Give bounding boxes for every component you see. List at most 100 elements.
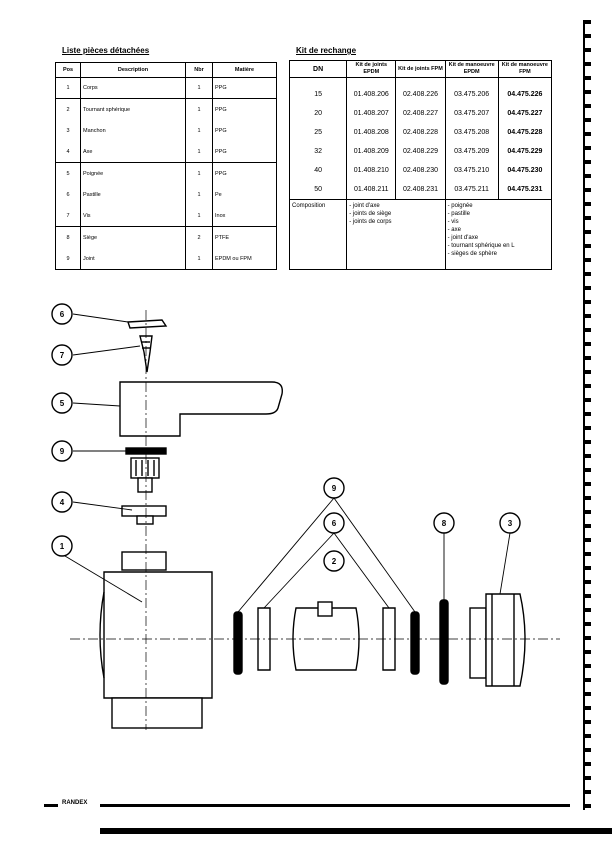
header-pos: Pos (55, 62, 81, 78)
cell-desc: Joint (80, 248, 186, 270)
cell-pos: 2 (55, 98, 81, 121)
cell-nbr: 2 (185, 226, 213, 249)
list-item: - joint d'axe (447, 235, 479, 242)
kit-cell-je: 01.408.211 (346, 179, 396, 200)
list-item: - joints de siège (349, 211, 392, 218)
kit-cell-me: 03.475.207 (444, 104, 499, 124)
cell-nbr: 1 (185, 120, 213, 142)
part-pastille (127, 319, 168, 329)
kit-cell-mf: 04.475.231 (497, 179, 552, 200)
cell-desc: Pastille (80, 184, 186, 206)
kit-cell-mf: 04.475.230 (497, 161, 552, 180)
callout-circle (51, 535, 73, 557)
callout-number: 3 (508, 519, 513, 528)
cell-mat: PPG (215, 148, 227, 155)
header-nbr: Nbr (185, 62, 213, 78)
cell-pos: 7 (55, 205, 81, 227)
kit-cell-me: 03.475.209 (444, 142, 499, 162)
kit-cell-me: 03.475.211 (444, 179, 499, 200)
part-axis-base (121, 505, 167, 517)
part-body-oring-left (233, 611, 243, 675)
callout-circle (433, 512, 455, 534)
cell-mat: PPG (215, 127, 227, 134)
cell-mat: EPDM ou FPM (215, 255, 252, 262)
cell-nbr: 1 (185, 77, 213, 99)
binding-edge (583, 20, 591, 810)
cell-pos: 3 (55, 120, 81, 142)
kit-cell-dn: 25 (314, 129, 322, 137)
list-item: - axe (447, 227, 461, 234)
kit-cell-me: 03.475.210 (444, 161, 499, 180)
cell-desc: Axe (80, 141, 186, 163)
cell-mat: PPG (212, 162, 277, 185)
callout-number: 6 (332, 519, 337, 528)
cell-mat: PPG (212, 98, 277, 121)
callout-circle (323, 550, 345, 572)
part-seat-seal (439, 599, 449, 685)
part-handle (119, 381, 283, 437)
callout-circle (51, 491, 73, 513)
kit-cell-jf: 02.408.231 (395, 179, 446, 200)
cell-mat: Inox (215, 212, 226, 219)
part-axis-top (130, 457, 160, 479)
callout-number: 9 (332, 484, 337, 493)
callout-number: 7 (60, 351, 65, 360)
kit-title: Kit de rechange (296, 46, 357, 55)
part-body-neck (121, 551, 167, 571)
kit-header-manoeuvre-epdm: Kit de manoeuvre EPDM (444, 60, 499, 78)
kit-header-manoeuvre-fpm: Kit de manoeuvre FPM (497, 60, 553, 78)
kit-cell-jf: 02.408.226 (395, 77, 446, 105)
cell-desc: Tournant sphérique (80, 98, 186, 121)
kit-cell-dn: 20 (314, 110, 322, 118)
kit-cell-je: 01.408.209 (346, 142, 396, 162)
footer-rule-left (44, 804, 58, 807)
cell-desc: Manchon (80, 120, 186, 142)
composition-joints: - joint d'axe- joints de siège- joints d… (346, 199, 446, 270)
kit-cell-je: 01.408.206 (346, 77, 396, 105)
header-material: Matière (212, 62, 277, 78)
parts-list-header-row: Pos Description Nbr Matière (55, 62, 277, 78)
cell-desc: Corps (80, 77, 186, 99)
callout-circle (51, 344, 73, 366)
cell-pos: 8 (55, 226, 81, 249)
kit-composition-row: Composition - joint d'axe- joints de siè… (289, 199, 552, 270)
header-description: Description (80, 62, 186, 78)
kit-header-dn: DN (288, 60, 348, 78)
list-item: - pastille (447, 211, 470, 218)
kit-cell-me: 03.475.208 (444, 123, 499, 143)
cell-nbr: 1 (185, 205, 213, 227)
callout-number: 2 (332, 557, 337, 566)
footer-brand: RANDEX (62, 800, 88, 806)
callout-number: 1 (60, 542, 65, 551)
kit-header-joints-epdm: Kit de joints EPDM (346, 60, 397, 78)
kit-cell-mf: 04.475.226 (497, 77, 552, 105)
cell-pos: 1 (55, 77, 81, 99)
kit-cell-je: 01.408.207 (346, 104, 396, 124)
list-item: - joints de corps (349, 219, 392, 226)
kit-cell-mf: 04.475.228 (497, 123, 552, 143)
part-nut (485, 593, 526, 687)
cell-desc: Vis (80, 205, 186, 227)
kit-cell-jf: 02.408.228 (395, 123, 446, 143)
part-body (103, 571, 213, 699)
cell-mat: PPG (215, 85, 227, 92)
cell-desc: Siège (80, 226, 186, 249)
kit-cell-jf: 02.408.229 (395, 142, 446, 162)
composition-label: Composition (289, 199, 347, 270)
part-nut-collar (469, 607, 487, 679)
callout-circle (51, 303, 73, 325)
callout-number: 4 (60, 498, 65, 507)
callout-circle (323, 477, 345, 499)
kit-cell-me: 03.475.206 (444, 77, 499, 105)
composition-manoeuvre: - poignée- pastille- vis- axe- joint d'a… (444, 199, 552, 270)
